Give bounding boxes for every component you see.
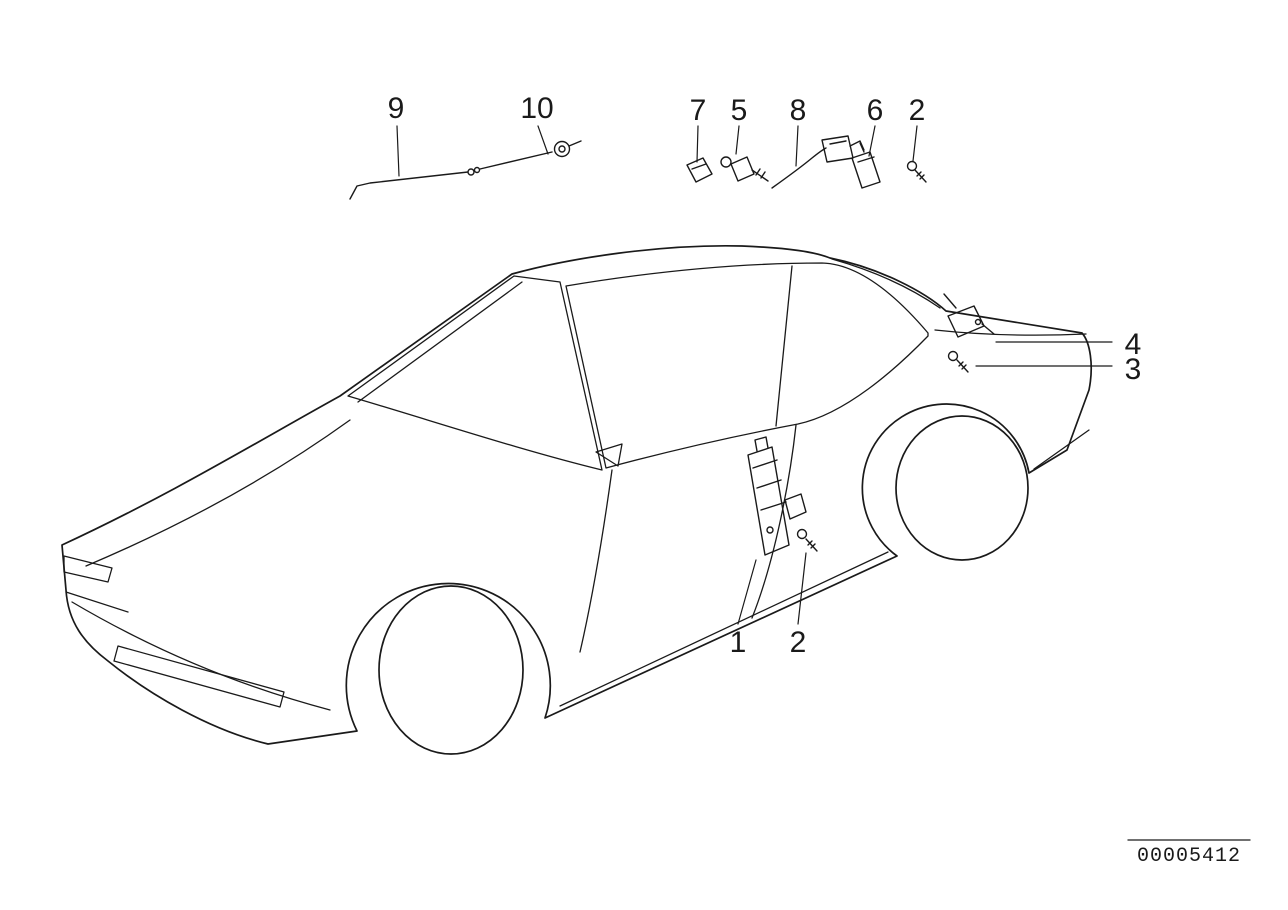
doc-number: 00005412 (1137, 845, 1241, 868)
rear-bumper-strip (1033, 429, 1090, 470)
headlight (63, 555, 113, 583)
part-drawing-2-top (906, 160, 927, 183)
car-body-outline (61, 244, 1092, 745)
part-drawing-6 (851, 142, 881, 189)
callout-label-4[interactable]: 4 (1125, 328, 1142, 361)
callout-label-9[interactable]: 9 (388, 92, 405, 125)
door-front-edge (579, 469, 613, 653)
callout-label-7[interactable]: 7 (690, 94, 707, 127)
front-bumper-seam (65, 591, 129, 613)
callout-label-5[interactable]: 5 (731, 94, 748, 127)
rear-wheel (895, 415, 1029, 561)
window-divider-line (775, 265, 793, 427)
callout-label-3[interactable]: 3 (1125, 353, 1142, 386)
sill-line (559, 551, 889, 707)
side-windows (565, 262, 929, 469)
leader-line-2-top (912, 125, 918, 162)
part-drawing-7 (686, 157, 713, 183)
leader-line-10 (537, 125, 549, 155)
rear-deck-seam (934, 329, 1087, 336)
callout-label-6[interactable]: 6 (867, 94, 884, 127)
part-drawing-9 (349, 168, 475, 200)
part-drawing-10 (473, 140, 582, 174)
part-drawing-4 (943, 293, 995, 338)
leader-line-7 (696, 125, 699, 163)
front-bumper-crease (71, 601, 331, 711)
part-drawing-2-bottom (796, 528, 818, 552)
callout-label-10[interactable]: 10 (520, 92, 553, 125)
side-mirror (595, 443, 623, 467)
windshield (347, 275, 603, 471)
door-rear-edge (751, 424, 797, 619)
leader-line-2-bottom (797, 552, 807, 625)
hood-seam (85, 419, 351, 567)
part-drawing-8 (771, 135, 865, 189)
callout-label-1[interactable]: 1 (730, 626, 747, 659)
callout-label-8[interactable]: 8 (790, 94, 807, 127)
callout-label-2-top[interactable]: 2 (909, 94, 926, 127)
a-pillar-inner-line (357, 281, 523, 403)
leader-line-5 (735, 125, 740, 155)
part-drawing-1 (747, 436, 807, 556)
rear-window-line (831, 258, 941, 309)
part-drawing-3 (947, 350, 969, 373)
part-drawing-5 (720, 156, 769, 182)
front-grille (113, 645, 285, 708)
doc-number-block: 00005412 (1127, 839, 1251, 868)
front-wheel (378, 585, 524, 755)
car-line-drawing (61, 244, 1092, 755)
leader-line-8 (795, 125, 799, 167)
leader-line-9 (396, 125, 400, 177)
callout-label-2-bottom[interactable]: 2 (790, 626, 807, 659)
leader-line-6 (868, 125, 876, 157)
leader-line-1 (737, 559, 757, 625)
